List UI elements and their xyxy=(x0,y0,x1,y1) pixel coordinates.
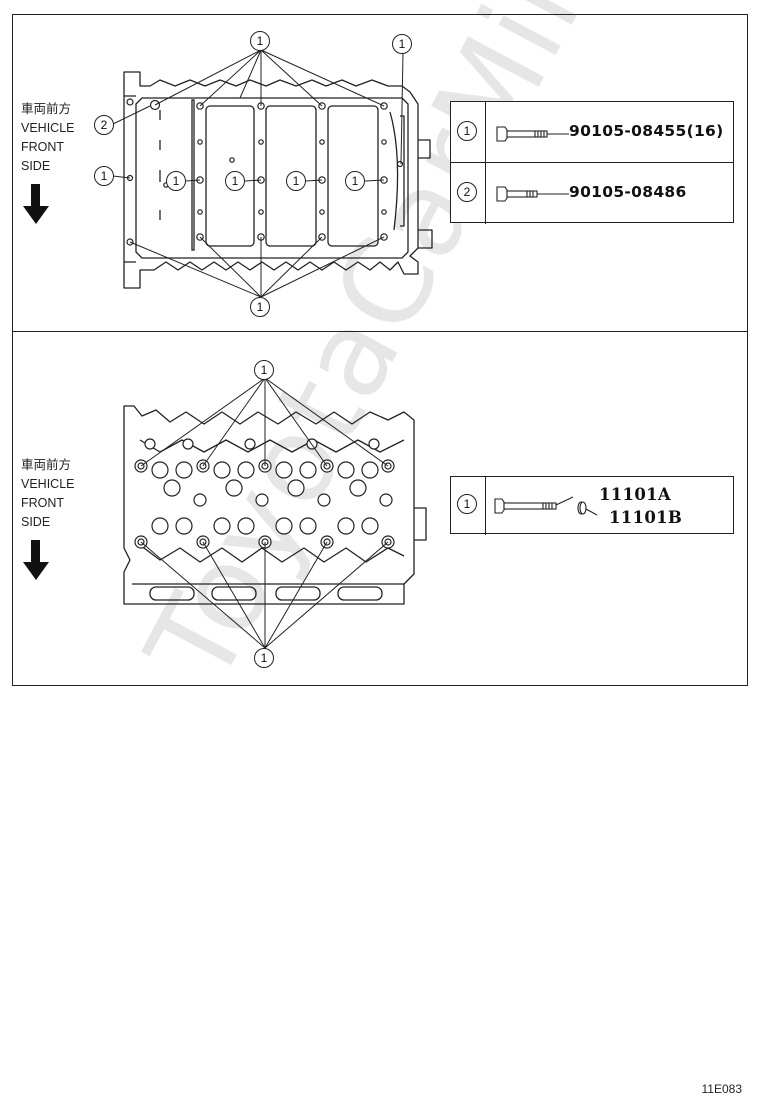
diagram-reference-code: 11E083 xyxy=(701,1082,742,1096)
legend-num-1: 1 xyxy=(457,121,477,141)
callout-1-head-bottom: 1 xyxy=(254,648,274,668)
head-valve-holes xyxy=(144,438,393,535)
top-parts-legend: 1 90105-08455(16) 2 90105-08486 xyxy=(450,101,734,224)
top-leader-lines xyxy=(112,49,404,298)
callout-1-head-top: 1 xyxy=(254,360,274,380)
legend-num-head-bolt: 1 xyxy=(457,494,477,514)
side-label-vehicle: VEHICLE xyxy=(21,477,75,491)
side-label-side: SIDE xyxy=(21,515,51,529)
bottom-leader-lines xyxy=(140,377,389,649)
callout-1-bore-b: 1 xyxy=(225,171,245,191)
vehicle-front-side-label: 車両前方 VEHICLE FRONT SIDE xyxy=(21,100,75,176)
side-label-front: FRONT xyxy=(21,140,65,154)
callout-1-top: 1 xyxy=(250,31,270,51)
callout-1-left: 1 xyxy=(94,166,114,186)
side-label-side: SIDE xyxy=(21,159,51,173)
side-label-jp: 車両前方 xyxy=(21,102,72,116)
vehicle-front-side-label-bottom: 車両前方 VEHICLE FRONT SIDE xyxy=(21,456,75,532)
bottom-panel-frame xyxy=(12,331,748,686)
part-number-90105-08486: 90105-08486 xyxy=(569,183,687,201)
callout-1-bore-d: 1 xyxy=(345,171,365,191)
legend-row-1: 1 90105-08455(16) xyxy=(451,102,733,163)
legend-row-2: 2 90105-08486 xyxy=(451,163,733,224)
bottom-parts-legend: 1 11101A 11101B xyxy=(450,476,734,535)
callout-1-bore-a: 1 xyxy=(166,171,186,191)
short-bolt-icon xyxy=(496,186,569,202)
head-bolt-washer-icon xyxy=(494,496,598,516)
side-label-front: FRONT xyxy=(21,496,65,510)
side-label-vehicle: VEHICLE xyxy=(21,121,75,135)
block-outline xyxy=(123,71,419,289)
side-label-jp: 車両前方 xyxy=(21,458,72,472)
callout-1-bottom: 1 xyxy=(250,297,270,317)
part-number-11101B: 11101B xyxy=(609,508,683,527)
part-number-90105-08455: 90105-08455(16) xyxy=(569,122,724,140)
head-outline xyxy=(123,405,415,605)
long-bolt-icon xyxy=(496,126,569,142)
part-number-11101A: 11101A xyxy=(599,485,672,504)
bore-windows xyxy=(159,99,379,251)
bolt-holes xyxy=(126,98,404,246)
callout-2-left: 2 xyxy=(94,115,114,135)
legend-num-2: 2 xyxy=(457,182,477,202)
callout-1-right: 1 xyxy=(392,34,412,54)
callout-1-bore-c: 1 xyxy=(286,171,306,191)
legend-row-head-bolt: 1 11101A 11101B xyxy=(451,477,733,535)
